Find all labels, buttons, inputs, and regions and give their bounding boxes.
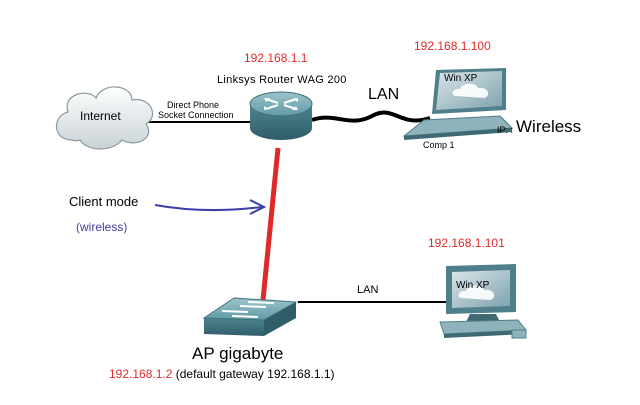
comp1-ip: 192.168.1.100 [414,39,491,53]
ap-name: AP gigabyte [192,344,284,363]
comp1-screen-label: Win XP [444,73,478,84]
internet-cloud-icon [55,86,154,150]
comp1-wireless-label: Wireless [516,117,582,136]
comp2-ip: 192.168.1.101 [428,236,505,250]
internet-label: Internet [80,109,121,123]
access-point-switch-icon [202,297,298,336]
ap-gateway-note: (default gateway 192.168.1.1) [175,367,335,381]
comp1-ip-prefix: IP: : [497,125,514,135]
phone-link-label-line2: Socket Connection [158,110,234,120]
comp2-lan-label: LAN [357,284,379,296]
router-icon [249,91,313,140]
desktop-computer-icon [439,264,528,339]
client-mode-arrow [154,199,267,215]
router-ip: 192.168.1.1 [244,51,308,65]
ap-ip: 192.168.1.2 [109,367,173,381]
phone-link-label-line1: Direct Phone [167,100,220,110]
ap-ip-line: 192.168.1.2 (default gateway 192.168.1.1… [109,367,335,381]
client-mode-sub-label: (wireless) [76,220,128,234]
comp2-screen-label: Win XP [456,280,490,291]
router-name: Linksys Router WAG 200 [217,74,347,86]
comp1-lan-label: LAN [368,86,400,103]
client-mode-label: Client mode [69,194,139,209]
lan-cable-comp1 [311,110,431,123]
comp1-name: Comp 1 [423,140,455,150]
laptop-icon [402,68,514,140]
wireless-link [260,147,281,301]
